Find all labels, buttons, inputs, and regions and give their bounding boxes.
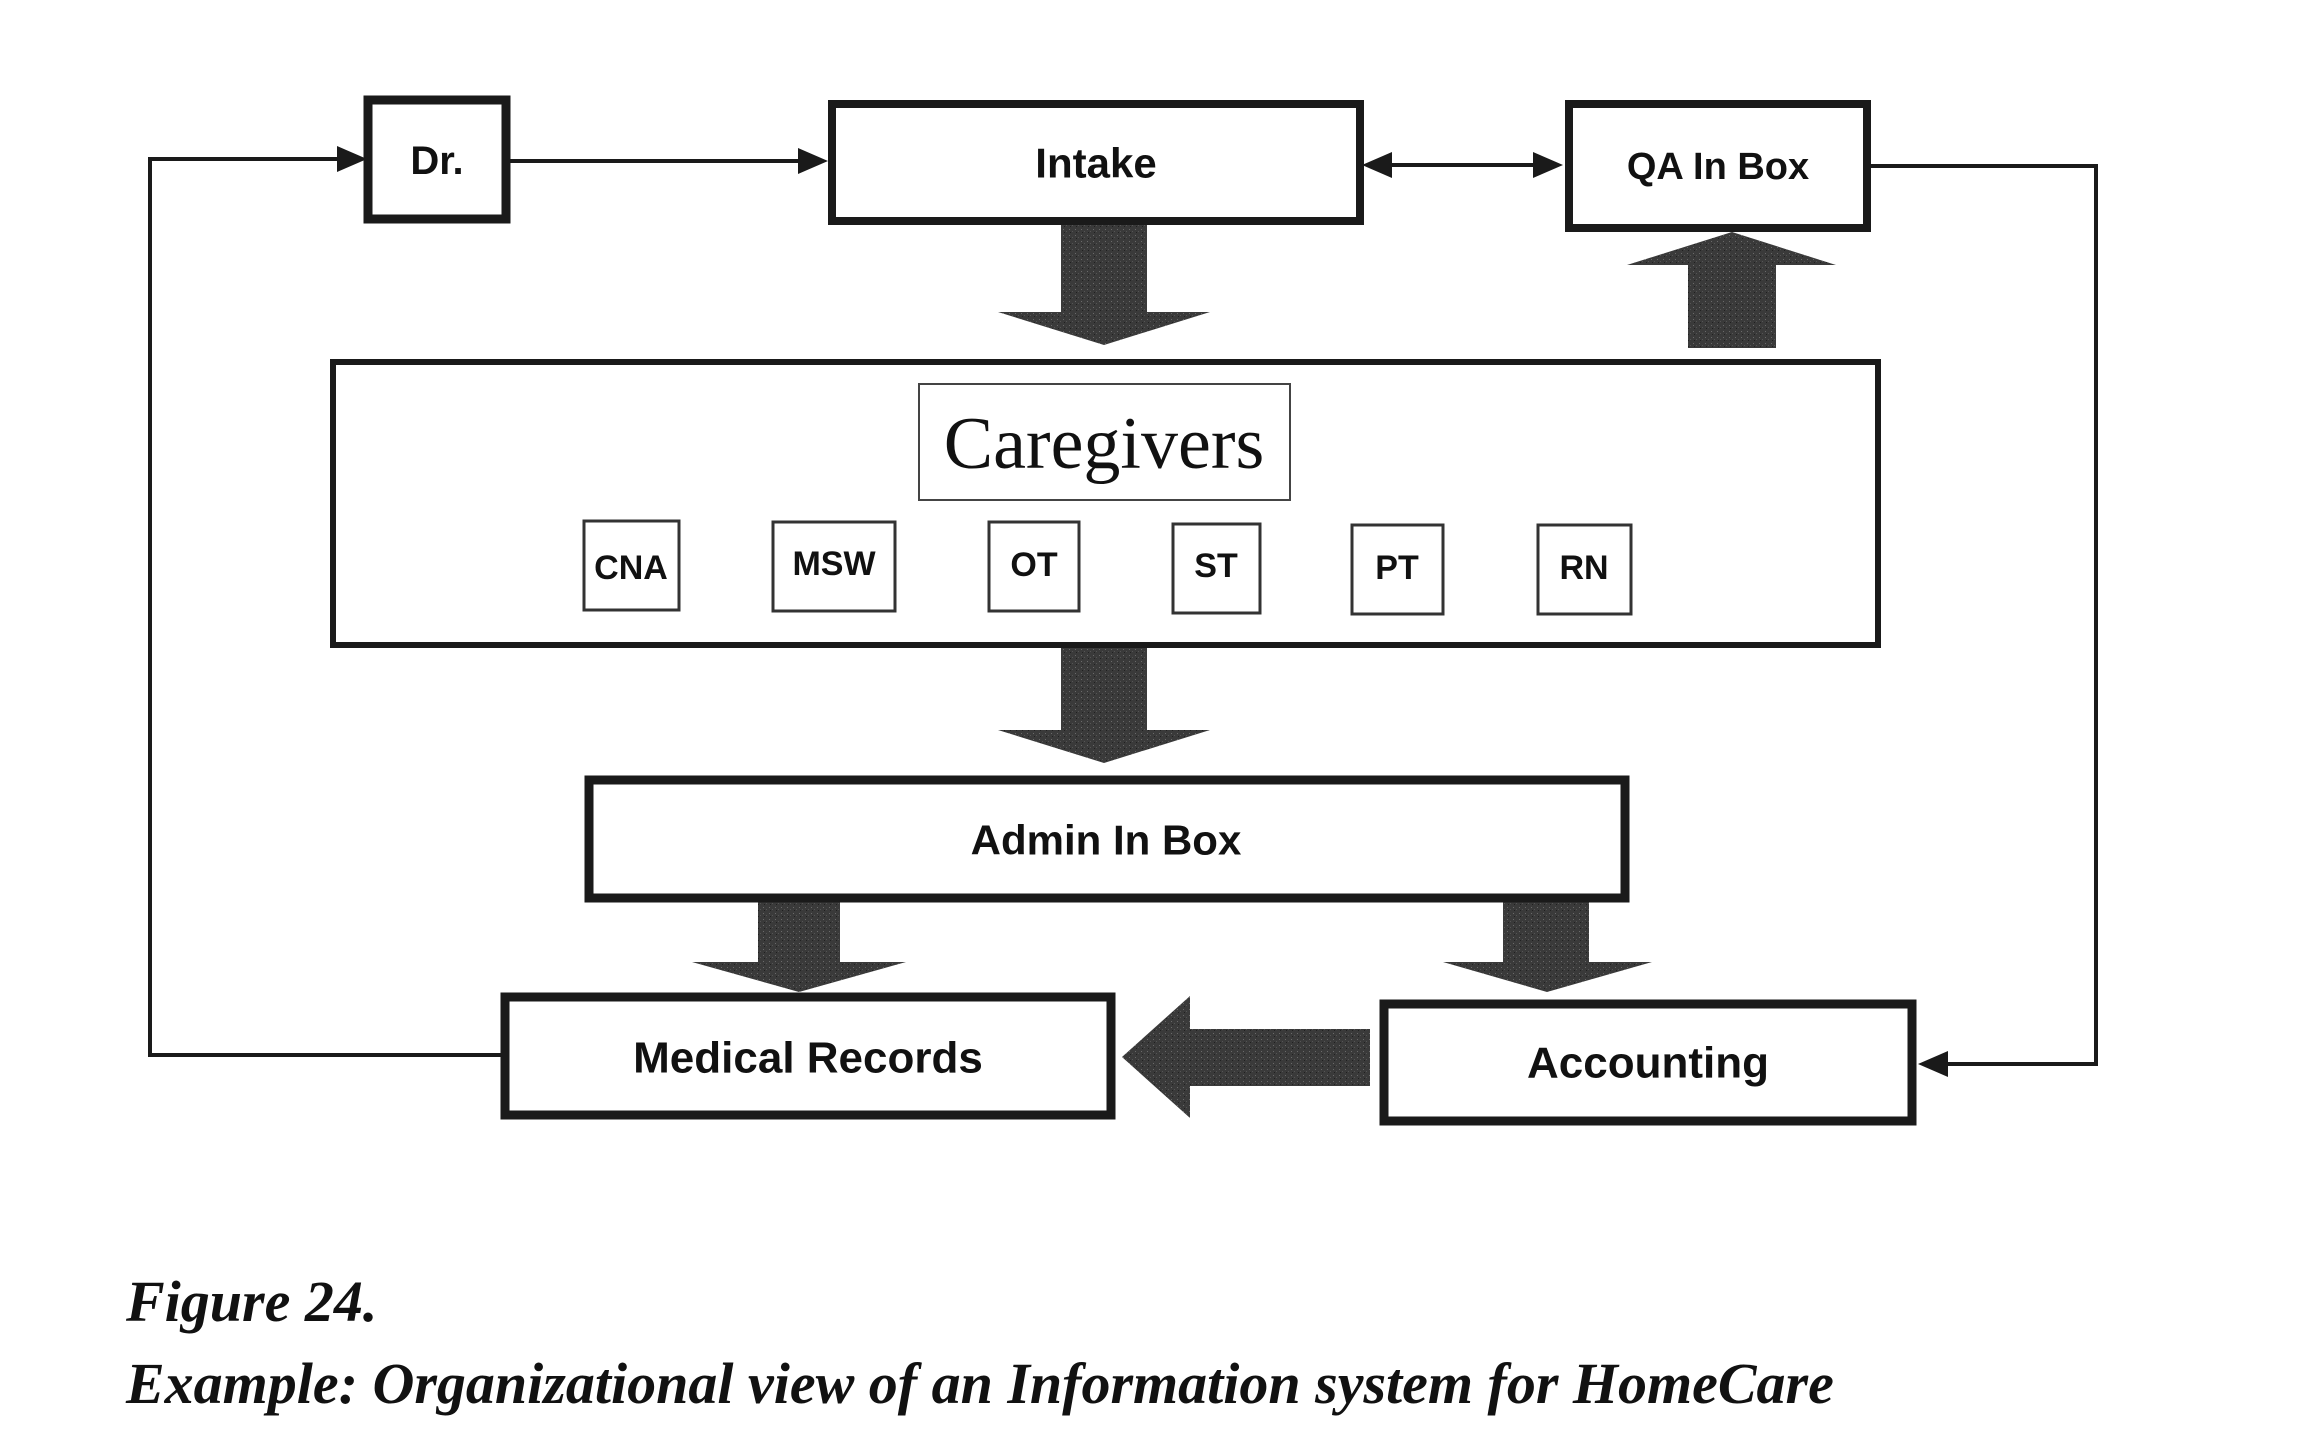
qa-in-box-node: QA In Box — [1565, 100, 1871, 232]
block-arrow-admin-to-accounting — [1443, 900, 1652, 992]
caregiver-role-pt: PT — [1350, 523, 1445, 616]
figure-number: Figure 24. — [126, 1269, 378, 1334]
arrowhead-into-intake-from-qa — [1362, 152, 1392, 178]
medical-records-node: Medical Records — [500, 992, 1116, 1120]
block-arrow-accounting-to-medical-records — [1122, 996, 1370, 1118]
qa-to-accounting-connector — [1868, 164, 2098, 1066]
block-arrow-intake-to-caregivers — [998, 225, 1210, 345]
arrowhead-into-accounting — [1918, 1051, 1948, 1077]
caregiver-role-label: ST — [1194, 547, 1238, 585]
caregiver-role-label: PT — [1375, 549, 1419, 587]
caregiver-role-msw: MSW — [771, 520, 897, 613]
caregiver-role-label: MSW — [792, 545, 876, 583]
block-arrows — [692, 225, 1836, 1118]
block-arrow-caregivers-to-admin — [998, 645, 1210, 763]
dr-label: Dr. — [410, 139, 463, 183]
arrowhead-into-qa — [1533, 152, 1563, 178]
caregiver-role-label: OT — [1010, 546, 1057, 584]
medical-records-label: Medical Records — [633, 1034, 983, 1083]
arrowhead-into-intake — [798, 148, 828, 174]
accounting-node: Accounting — [1379, 999, 1917, 1126]
block-arrow-admin-to-medical-records — [692, 900, 906, 992]
caregivers-title: Caregivers — [944, 403, 1265, 485]
caregiver-role-st: ST — [1171, 522, 1262, 615]
intake-node: Intake — [828, 100, 1364, 225]
intake-label: Intake — [1035, 140, 1156, 187]
caregiver-role-rn: RN — [1536, 523, 1633, 616]
caregiver-role-label: RN — [1559, 549, 1608, 587]
figure-caption: Example: Organizational view of an Infor… — [126, 1351, 1834, 1416]
arrowhead-into-dr — [337, 146, 367, 172]
block-arrow-caregivers-to-qa — [1627, 232, 1836, 348]
connector-lines — [148, 146, 2098, 1077]
admin-in-box-label: Admin In Box — [971, 817, 1242, 864]
dr-node: Dr. — [363, 95, 511, 224]
caregivers-title-box — [918, 383, 1291, 501]
caregiver-role-cna: CNA — [582, 519, 681, 612]
accounting-label: Accounting — [1527, 1039, 1769, 1088]
caregiver-role-label: CNA — [594, 549, 668, 587]
caregiver-role-ot: OT — [987, 520, 1081, 613]
qa-in-box-label: QA In Box — [1627, 146, 1809, 188]
caregivers-node: Caregivers CNA MSW OT ST PT RN — [330, 359, 1881, 648]
records-to-dr-connector — [148, 157, 502, 1057]
admin-in-box-node: Admin In Box — [584, 775, 1630, 903]
